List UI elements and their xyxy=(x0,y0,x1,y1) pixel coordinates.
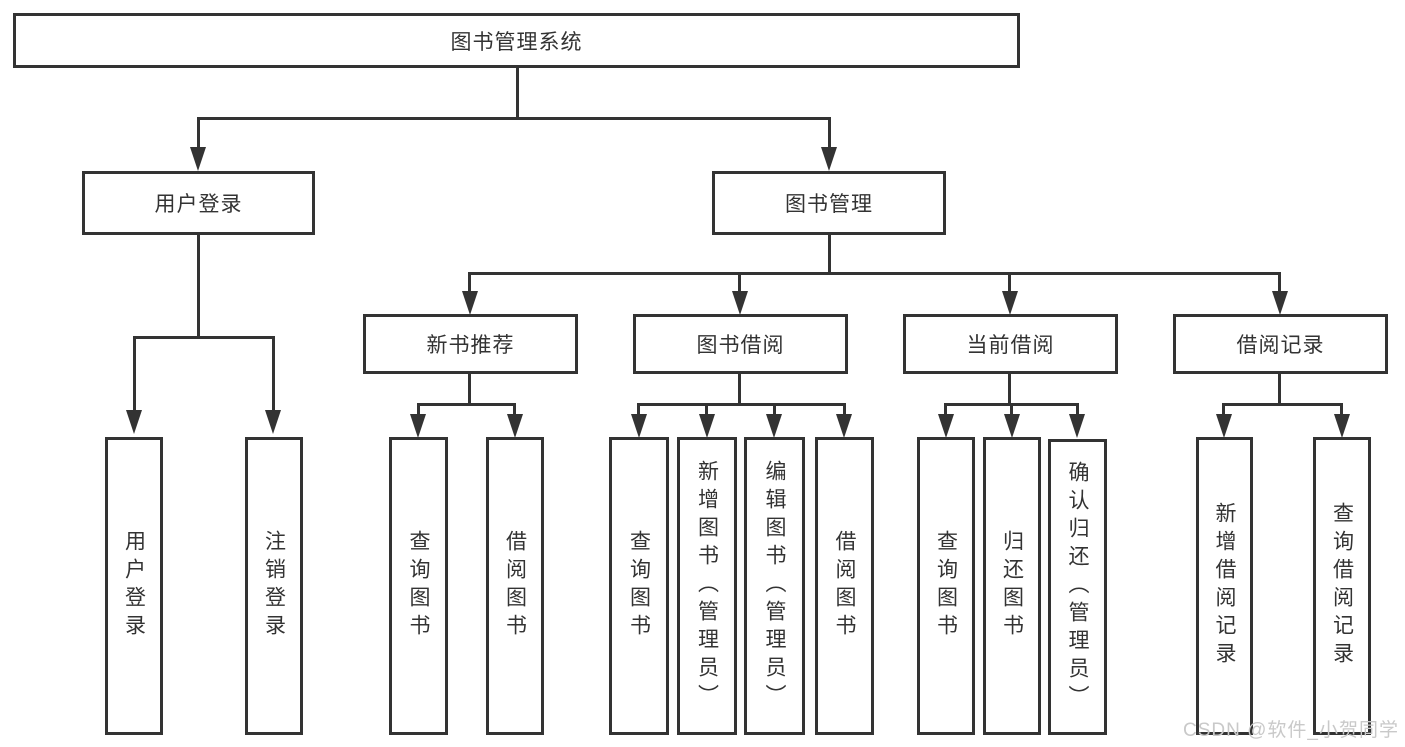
connector-line-horizontal xyxy=(133,336,275,339)
node-new-book-recommend: 新书推荐 xyxy=(363,314,578,374)
connector-line-vertical xyxy=(1010,403,1013,416)
connector-line-vertical xyxy=(773,403,776,416)
leaf-add-borrow-record-label: 新增借阅记录 xyxy=(1213,502,1237,670)
leaf-query-books-recommend: 查询图书 xyxy=(389,437,448,735)
leaf-add-books-admin: 新增图书（管理员） xyxy=(677,437,737,735)
node-user-login-label: 用户登录 xyxy=(154,193,243,216)
connector-line-vertical xyxy=(1222,403,1225,416)
leaf-user-login-label: 用户登录 xyxy=(122,530,146,642)
leaf-logout: 注销登录 xyxy=(245,437,303,735)
connector-line-vertical xyxy=(513,403,516,416)
arrow-down-icon xyxy=(1002,291,1018,315)
connector-line-vertical xyxy=(828,235,831,275)
connector-line-vertical xyxy=(1278,374,1281,404)
leaf-user-login: 用户登录 xyxy=(105,437,163,735)
arrow-down-icon xyxy=(1216,414,1232,438)
node-current-borrow: 当前借阅 xyxy=(903,314,1118,374)
node-book-management-label: 图书管理 xyxy=(785,193,873,216)
leaf-borrow-books-label: 借阅图书 xyxy=(833,530,857,642)
leaf-borrow-books-recommend: 借阅图书 xyxy=(486,437,544,735)
arrow-down-icon xyxy=(766,414,782,438)
leaf-query-books-current-label: 查询图书 xyxy=(934,530,958,642)
node-library-system: 图书管理系统 xyxy=(13,13,1020,68)
leaf-query-borrow-record-label: 查询借阅记录 xyxy=(1330,502,1354,670)
connector-line-vertical xyxy=(738,272,741,293)
connector-line-vertical xyxy=(828,117,831,149)
node-book-borrow: 图书借阅 xyxy=(633,314,848,374)
connector-line-vertical xyxy=(417,403,420,416)
connector-line-horizontal xyxy=(417,403,516,406)
arrow-down-icon xyxy=(836,414,852,438)
arrow-down-icon xyxy=(699,414,715,438)
arrow-down-icon xyxy=(1069,414,1085,438)
arrow-down-icon xyxy=(1334,414,1350,438)
leaf-query-books-borrow: 查询图书 xyxy=(609,437,669,735)
connector-line-vertical xyxy=(197,117,200,149)
node-book-borrow-label: 图书借阅 xyxy=(696,334,785,357)
arrow-down-icon xyxy=(190,147,206,171)
connector-line-vertical xyxy=(705,403,708,416)
arrow-down-icon xyxy=(265,410,281,434)
connector-line-vertical xyxy=(197,235,200,337)
connector-line-vertical xyxy=(272,336,275,411)
leaf-borrow-books: 借阅图书 xyxy=(815,437,874,735)
arrow-down-icon xyxy=(126,410,142,434)
connector-line-horizontal xyxy=(637,403,846,406)
arrow-down-icon xyxy=(507,414,523,438)
connector-line-vertical xyxy=(1278,272,1281,293)
connector-line-vertical xyxy=(738,374,741,404)
node-user-login: 用户登录 xyxy=(82,171,315,235)
node-library-system-label: 图书管理系统 xyxy=(450,30,583,54)
leaf-logout-label: 注销登录 xyxy=(262,530,286,642)
leaf-confirm-return-admin: 确认归还（管理员） xyxy=(1048,439,1107,735)
connector-line-vertical xyxy=(1008,374,1011,404)
leaf-return-books: 归还图书 xyxy=(983,437,1041,735)
leaf-return-books-label: 归还图书 xyxy=(1000,530,1024,642)
connector-line-vertical xyxy=(468,374,471,404)
connector-line-vertical xyxy=(843,403,846,416)
connector-line-vertical xyxy=(516,67,519,118)
csdn-watermark: CSDN @软件_小贺同学 xyxy=(1183,720,1399,741)
connector-line-vertical xyxy=(468,272,471,293)
arrow-down-icon xyxy=(1272,291,1288,315)
connector-line-vertical xyxy=(1340,403,1343,416)
arrow-down-icon xyxy=(1004,414,1020,438)
leaf-edit-books-admin-label: 编辑图书（管理员） xyxy=(763,460,787,712)
leaf-query-borrow-record: 查询借阅记录 xyxy=(1313,437,1371,735)
leaf-add-borrow-record: 新增借阅记录 xyxy=(1196,437,1253,735)
connector-line-horizontal xyxy=(468,272,1281,275)
connector-line-vertical xyxy=(1008,272,1011,293)
arrow-down-icon xyxy=(732,291,748,315)
arrow-down-icon xyxy=(631,414,647,438)
leaf-borrow-books-recommend-label: 借阅图书 xyxy=(503,530,527,642)
arrow-down-icon xyxy=(938,414,954,438)
leaf-add-books-admin-label: 新增图书（管理员） xyxy=(695,460,719,712)
leaf-edit-books-admin: 编辑图书（管理员） xyxy=(744,437,805,735)
node-current-borrow-label: 当前借阅 xyxy=(966,334,1055,357)
connector-line-horizontal xyxy=(197,117,831,120)
arrow-down-icon xyxy=(821,147,837,171)
leaf-confirm-return-admin-label: 确认归还（管理员） xyxy=(1066,461,1090,713)
node-borrow-records-label: 借阅记录 xyxy=(1236,334,1325,357)
node-new-book-recommend-label: 新书推荐 xyxy=(426,334,515,357)
node-borrow-records: 借阅记录 xyxy=(1173,314,1388,374)
leaf-query-books-current: 查询图书 xyxy=(917,437,975,735)
connector-line-vertical xyxy=(637,403,640,416)
connector-line-vertical xyxy=(133,336,136,411)
node-book-management: 图书管理 xyxy=(712,171,946,235)
connector-line-horizontal xyxy=(1222,403,1343,406)
leaf-query-books-borrow-label: 查询图书 xyxy=(627,530,651,642)
arrow-down-icon xyxy=(410,414,426,438)
arrow-down-icon xyxy=(462,291,478,315)
connector-line-vertical xyxy=(944,403,947,416)
leaf-query-books-recommend-label: 查询图书 xyxy=(407,530,431,642)
connector-line-vertical xyxy=(1076,403,1079,416)
